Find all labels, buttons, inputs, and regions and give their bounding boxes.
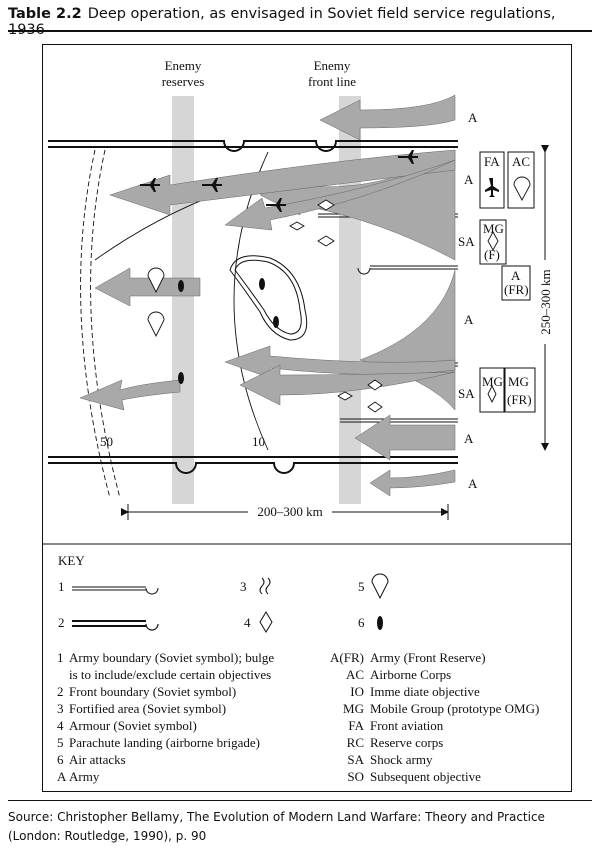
source-line-2: (London: Routledge, 1990), p. 90 (8, 829, 207, 843)
parachute-icons (147, 176, 531, 338)
source-note: Source: Christopher Bellamy, The Evoluti… (8, 808, 592, 846)
key-symbol-4-number: 4 (244, 615, 251, 630)
key-symbol-3-number: 3 (240, 579, 247, 594)
fortified-area (229, 255, 308, 341)
enemy-front-line-label-2: front line (308, 74, 356, 89)
key-symbol-6 (377, 616, 383, 630)
key-symbol-1 (72, 586, 159, 595)
unit-mg-bottom: MG (482, 374, 503, 389)
unit-a-fr-b: (FR) (504, 282, 529, 297)
unit-a-top: A (468, 110, 478, 125)
unit-mg-top: MG (483, 221, 504, 236)
enemy-front-line-label-1: Enemy (314, 58, 351, 73)
key-symbol-2-number: 2 (58, 615, 65, 630)
enemy-front-line-band (339, 96, 361, 504)
unit-a-2: A (464, 172, 474, 187)
unit-fr: (FR) (507, 392, 532, 407)
attack-arrows (79, 94, 456, 497)
key-symbol-6-number: 6 (358, 615, 365, 630)
figure-frame (42, 44, 572, 792)
enemy-reserves-label-2: reserves (162, 74, 205, 89)
unit-mg-fr: MG (508, 374, 529, 389)
enemy-reserves-band (172, 96, 194, 504)
key-symbol-4 (259, 611, 273, 633)
air-attack-icons (140, 150, 499, 384)
unit-a-fr-a: A (511, 268, 521, 283)
armour-icons (289, 199, 499, 413)
key-symbol-3 (259, 577, 271, 595)
key-right-afr: A(FR)Army (Front Reserve) (330, 650, 486, 665)
title-rule (8, 30, 592, 32)
objective-10-label: 10 (252, 434, 265, 449)
front-boundary-bottom (48, 456, 458, 474)
operation-depth-label: 200–300 km (257, 504, 322, 519)
key-symbol-1-number: 1 (58, 579, 65, 594)
unit-f: (F) (484, 247, 500, 262)
key-symbol-5 (371, 573, 389, 600)
unit-a-low: A (464, 431, 474, 446)
source-rule (8, 800, 592, 801)
unit-a-bottom: A (468, 476, 478, 491)
source-line-1: Source: Christopher Bellamy, The Evoluti… (8, 810, 545, 824)
unit-sa-bottom: SA (458, 386, 475, 401)
unit-ac: AC (512, 154, 530, 169)
key-left-1b: is to include/exclude certain objectives (69, 667, 272, 682)
key-heading: KEY (58, 553, 85, 568)
front-depth-label: 250–300 km (538, 269, 553, 334)
unit-fa: FA (484, 154, 500, 169)
front-boundary-top (48, 140, 458, 152)
key-symbol-2 (72, 620, 159, 631)
objective-50-label: 50 (100, 434, 113, 449)
unit-a-mid: A (464, 312, 474, 327)
table-number: Table 2.2 (8, 6, 82, 22)
enemy-reserves-label-1: Enemy (165, 58, 202, 73)
key-symbol-5-number: 5 (358, 579, 365, 594)
unit-sa-top: SA (458, 234, 475, 249)
